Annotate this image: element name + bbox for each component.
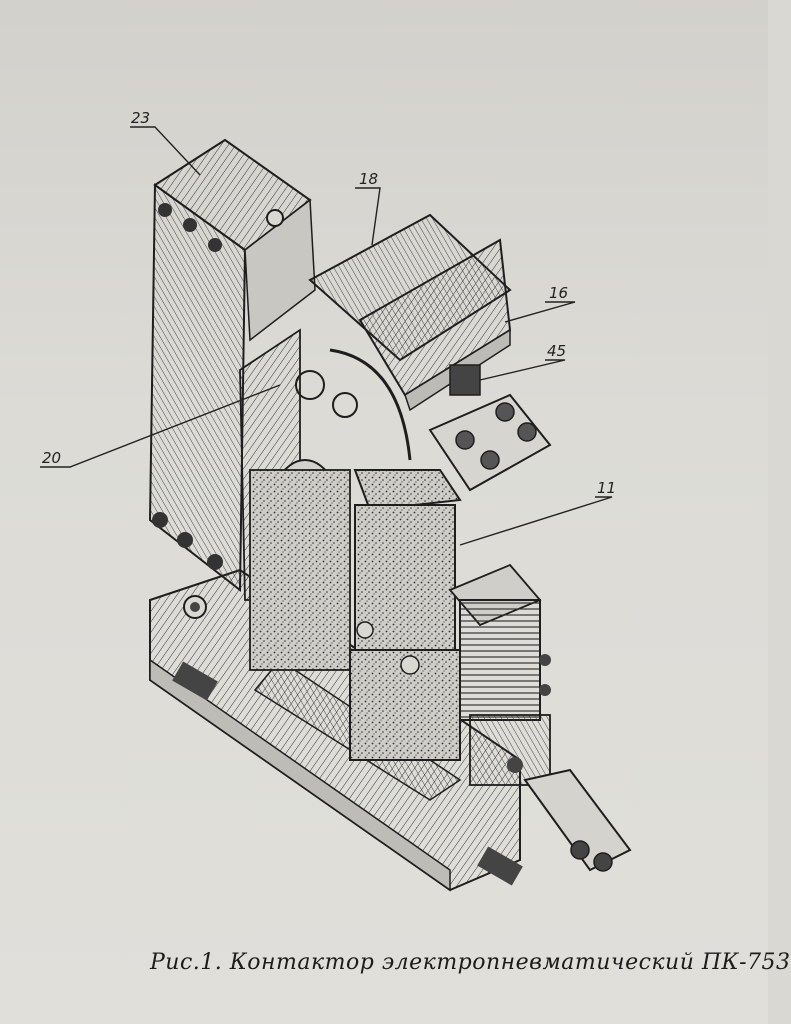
callout-11: 11 <box>597 479 616 497</box>
contact-block-16-18 <box>308 213 512 412</box>
terminal-plate-45 <box>428 393 552 492</box>
callout-45: 45 <box>547 342 566 360</box>
solenoid-valve <box>448 563 551 786</box>
contactor-technical-drawing: 23 18 16 45 20 11 <box>40 109 632 892</box>
figure-caption: Рис.1. Контактор электропневматический П… <box>150 950 791 975</box>
leader-lines <box>40 126 613 546</box>
callout-16: 16 <box>549 284 568 302</box>
callout-20: 20 <box>42 449 61 467</box>
pneumatic-cylinder-11 <box>349 469 462 761</box>
callout-23: 23 <box>131 109 150 127</box>
callout-18: 18 <box>359 170 378 188</box>
output-bus-bar <box>523 768 632 872</box>
contact-mechanism-20 <box>239 328 412 671</box>
